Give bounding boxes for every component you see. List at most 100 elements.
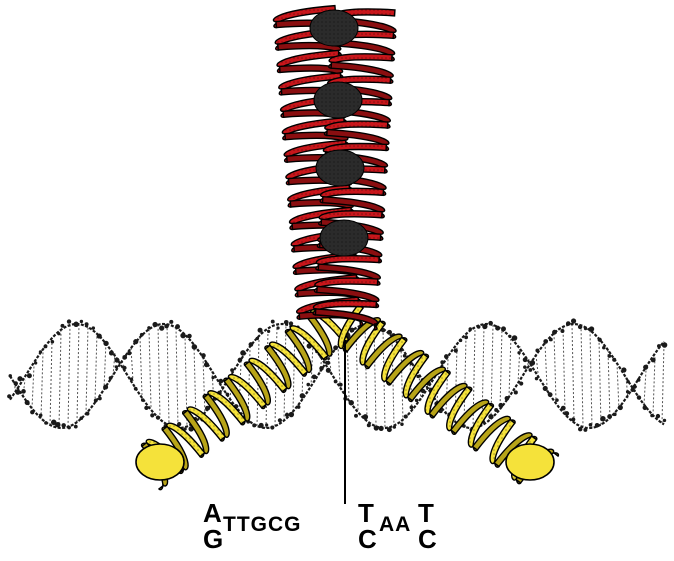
- dna-atom: [259, 423, 264, 428]
- dna-atom: [127, 351, 131, 355]
- dna-atom: [115, 365, 118, 368]
- sequence-middle-left: TTGCG: [223, 514, 302, 535]
- dna-atom: [319, 366, 323, 370]
- dna-atom: [109, 376, 113, 380]
- dna-atom: [97, 334, 102, 339]
- dna-atom: [297, 405, 301, 409]
- dna-atom: [159, 325, 164, 330]
- dna-atom: [326, 368, 331, 373]
- dna-atom: [240, 350, 245, 355]
- dna-atom: [529, 368, 533, 372]
- dna-atom: [602, 346, 605, 349]
- dna-atom: [55, 422, 60, 427]
- dna-atom: [134, 387, 138, 391]
- dna-atom: [204, 362, 209, 367]
- dna-atom: [469, 327, 472, 330]
- dna-base-pair: [365, 324, 367, 419]
- leucine-zipper-coiled-coil: [273, 6, 396, 330]
- dna-atom: [9, 374, 12, 377]
- dna-atom: [552, 330, 557, 335]
- right-helix-end-cap: [506, 444, 554, 480]
- dna-atom: [403, 354, 407, 358]
- dna-atom: [535, 348, 539, 352]
- dna-atom: [289, 321, 293, 325]
- dna-atom: [333, 345, 338, 350]
- dna-atom: [252, 423, 256, 427]
- dna-atom: [226, 393, 230, 397]
- dna-atom: [122, 366, 126, 370]
- dna-base-pair: [581, 325, 583, 426]
- dna-atom: [523, 365, 527, 369]
- dna-atom: [459, 339, 463, 343]
- dna-base-pair: [131, 348, 133, 381]
- dna-atom: [284, 320, 289, 325]
- dna-atom: [133, 339, 138, 344]
- dna-atom: [187, 334, 192, 339]
- dna-base-pair: [536, 355, 538, 373]
- dna-base-pair: [500, 328, 502, 409]
- dna-base-pair: [149, 329, 151, 407]
- dna-base-pair: [608, 350, 610, 419]
- dna-base-pair: [266, 330, 268, 428]
- dna-atom: [74, 425, 78, 429]
- dna-atom: [584, 327, 587, 330]
- dna-base-pair: [41, 352, 43, 418]
- dna-atom: [44, 421, 48, 425]
- dna-atom: [60, 324, 64, 328]
- dna-atom: [57, 332, 60, 335]
- dna-atom: [109, 351, 114, 356]
- leucine-side-chain-shading: [314, 82, 362, 118]
- dna-atom: [73, 322, 78, 327]
- dna-atom: [549, 338, 553, 342]
- dna-atom: [440, 360, 444, 364]
- dna-base-pair: [50, 340, 52, 425]
- dna-base-pair: [509, 336, 511, 397]
- dna-atom: [657, 344, 661, 348]
- sequence-pos10-top: T: [418, 500, 434, 526]
- dna-atom: [249, 342, 254, 347]
- dna-atom: [643, 405, 648, 410]
- dna-base-pair: [338, 345, 340, 384]
- sequence-middle-right: AA: [379, 514, 411, 535]
- dna-atom: [85, 322, 89, 326]
- dna-atom: [7, 394, 11, 398]
- dna-atom: [289, 412, 294, 417]
- dna-base-pair: [77, 324, 79, 422]
- sequence-pos7-top: T: [358, 500, 374, 526]
- dna-atom: [354, 414, 358, 418]
- dna-atom: [278, 418, 282, 422]
- leucine-side-chain-shading: [316, 150, 364, 186]
- dna-atom: [306, 383, 310, 387]
- dna-base-pair: [590, 330, 592, 428]
- dna-atom: [339, 383, 343, 387]
- dna-atom: [637, 378, 641, 382]
- dna-atom: [27, 373, 32, 378]
- dna-atom: [498, 403, 503, 408]
- dna-atom: [512, 335, 518, 341]
- dna-atom: [613, 413, 617, 417]
- dna-base-pair: [95, 332, 97, 403]
- dna-atom: [477, 325, 481, 329]
- dna-atom: [595, 423, 600, 428]
- dna-atom: [349, 400, 354, 405]
- dna-atom: [612, 358, 616, 362]
- dna-base-pair: [158, 325, 160, 418]
- sequence-pos1-top: A: [203, 500, 222, 526]
- dna-atom: [387, 427, 392, 432]
- dna-base-pair: [644, 370, 646, 404]
- dna-atom: [141, 398, 145, 402]
- basic-region-helix-left: [136, 310, 349, 490]
- dna-atom: [270, 425, 274, 429]
- dna-atom: [258, 328, 263, 333]
- dna-atom: [379, 426, 384, 431]
- dna-atom: [156, 415, 160, 419]
- dna-atom: [578, 325, 582, 329]
- dna-atom: [114, 358, 119, 363]
- dna-atom: [34, 361, 37, 364]
- dna-atom: [662, 342, 668, 348]
- leucine-side-chain-shading: [320, 220, 368, 256]
- dna-base-pair: [140, 337, 142, 395]
- dna-atom: [560, 329, 564, 333]
- dna-atom: [144, 406, 148, 410]
